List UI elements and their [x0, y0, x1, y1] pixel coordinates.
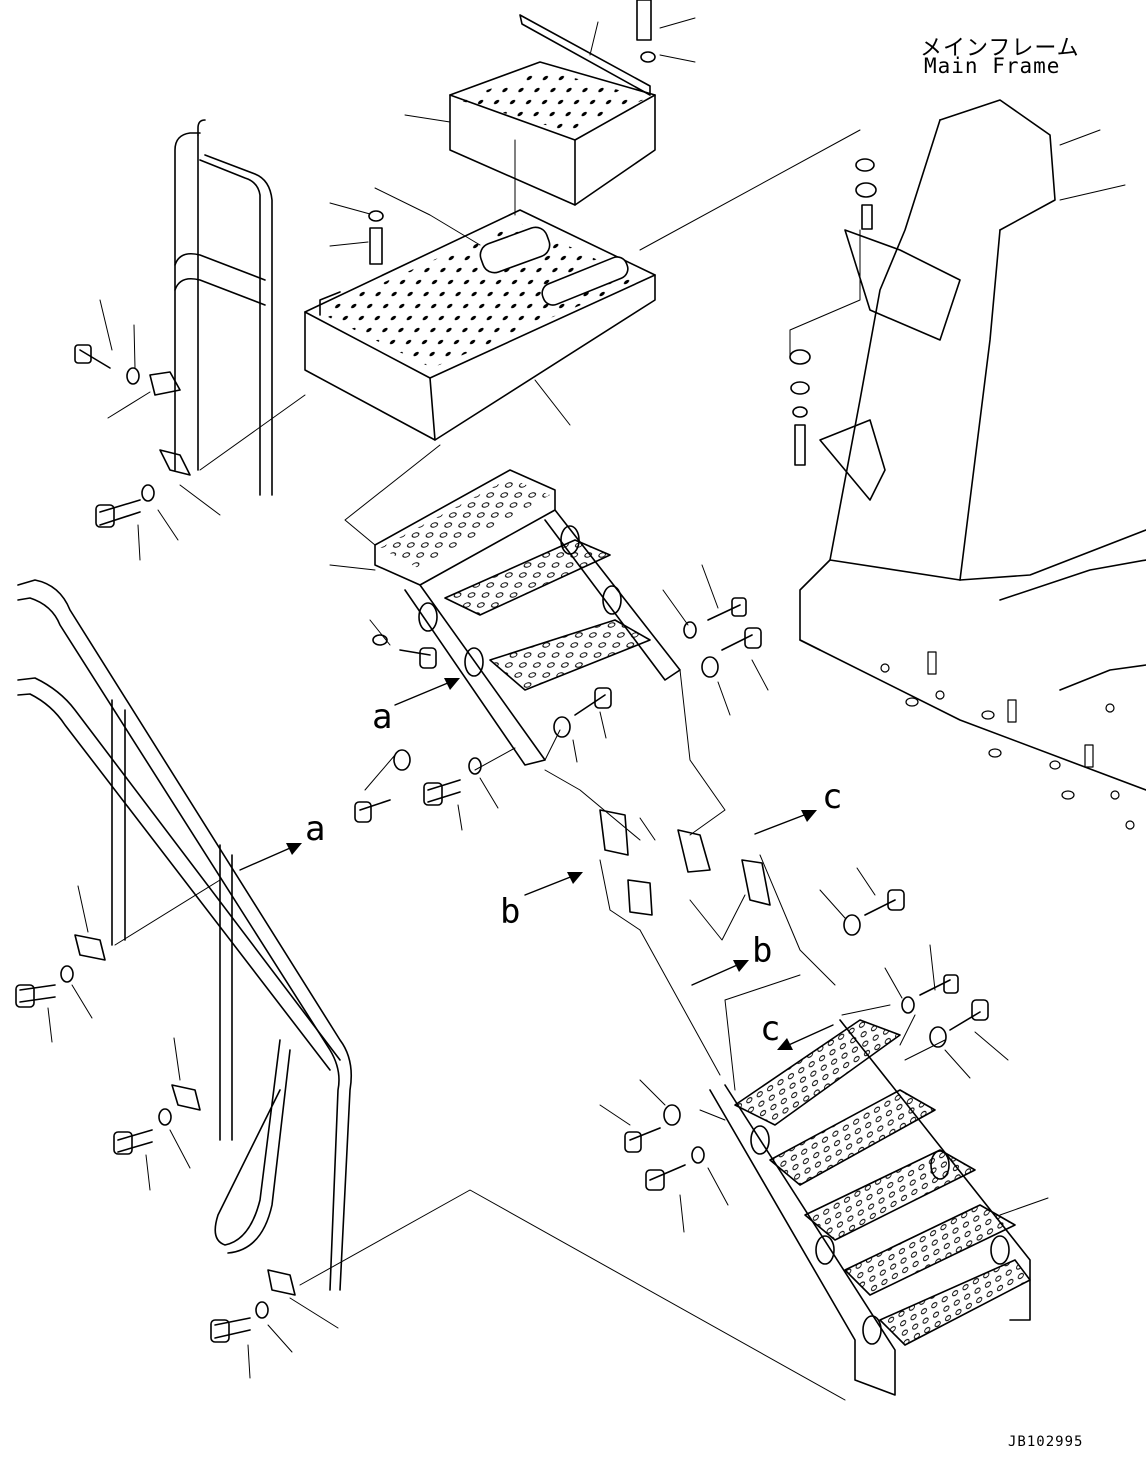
arrow-heads [286, 678, 817, 1050]
connection-lines [114, 129, 946, 1401]
left-handrail [17, 579, 353, 1291]
main-frame-label-english: Main Frame [924, 54, 1061, 78]
view-arrows [239, 679, 834, 1049]
brackets [74, 371, 771, 1296]
main-frame [799, 99, 1146, 791]
step-box [304, 209, 656, 441]
upper-handrail [174, 119, 273, 496]
view-label-a-lower: a [305, 809, 326, 849]
view-label-c-upper: c [822, 777, 843, 817]
lower-stair [709, 1019, 1031, 1396]
leader-lines [47, 17, 1126, 1379]
top-cover-plate [449, 14, 656, 206]
upper-stair [374, 469, 681, 766]
frame-hardware [880, 651, 1135, 830]
main-frame-label-japanese: メインフレーム [920, 36, 1080, 61]
view-label-b-right: b [752, 931, 773, 971]
view-label-a-upper: a [372, 697, 393, 737]
drawing-code: JB102995 [1008, 1434, 1084, 1450]
view-label-b-left: b [500, 892, 521, 932]
view-label-c-lower: c [760, 1009, 781, 1049]
fasteners [15, 0, 989, 1343]
